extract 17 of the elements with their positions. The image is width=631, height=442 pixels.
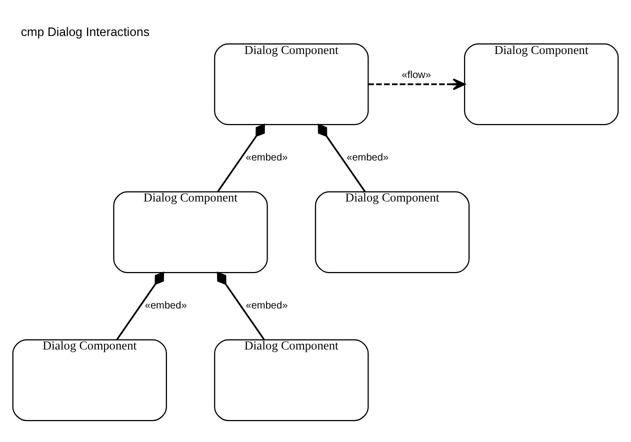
connector (216, 272, 265, 340)
edge-label: «embed» (144, 300, 187, 312)
edge-label: «embed» (246, 300, 288, 312)
node-box: Dialog Component (464, 43, 619, 126)
connector (217, 124, 265, 192)
edge-label: «embed» (346, 152, 389, 164)
node-box: Dialog Component (214, 339, 369, 422)
diagram-title: cmp Dialog Interactions (20, 24, 150, 39)
node-box: Dialog Component (314, 191, 470, 274)
arrow (368, 78, 466, 90)
node-box: Dialog Component (12, 339, 167, 422)
node-box: Dialog Component (214, 43, 369, 126)
connector (116, 272, 164, 340)
edge-label: «flow» (402, 70, 431, 81)
connector (318, 124, 366, 192)
node-box: Dialog Component (113, 191, 268, 274)
edge-label: «embed» (246, 152, 288, 164)
